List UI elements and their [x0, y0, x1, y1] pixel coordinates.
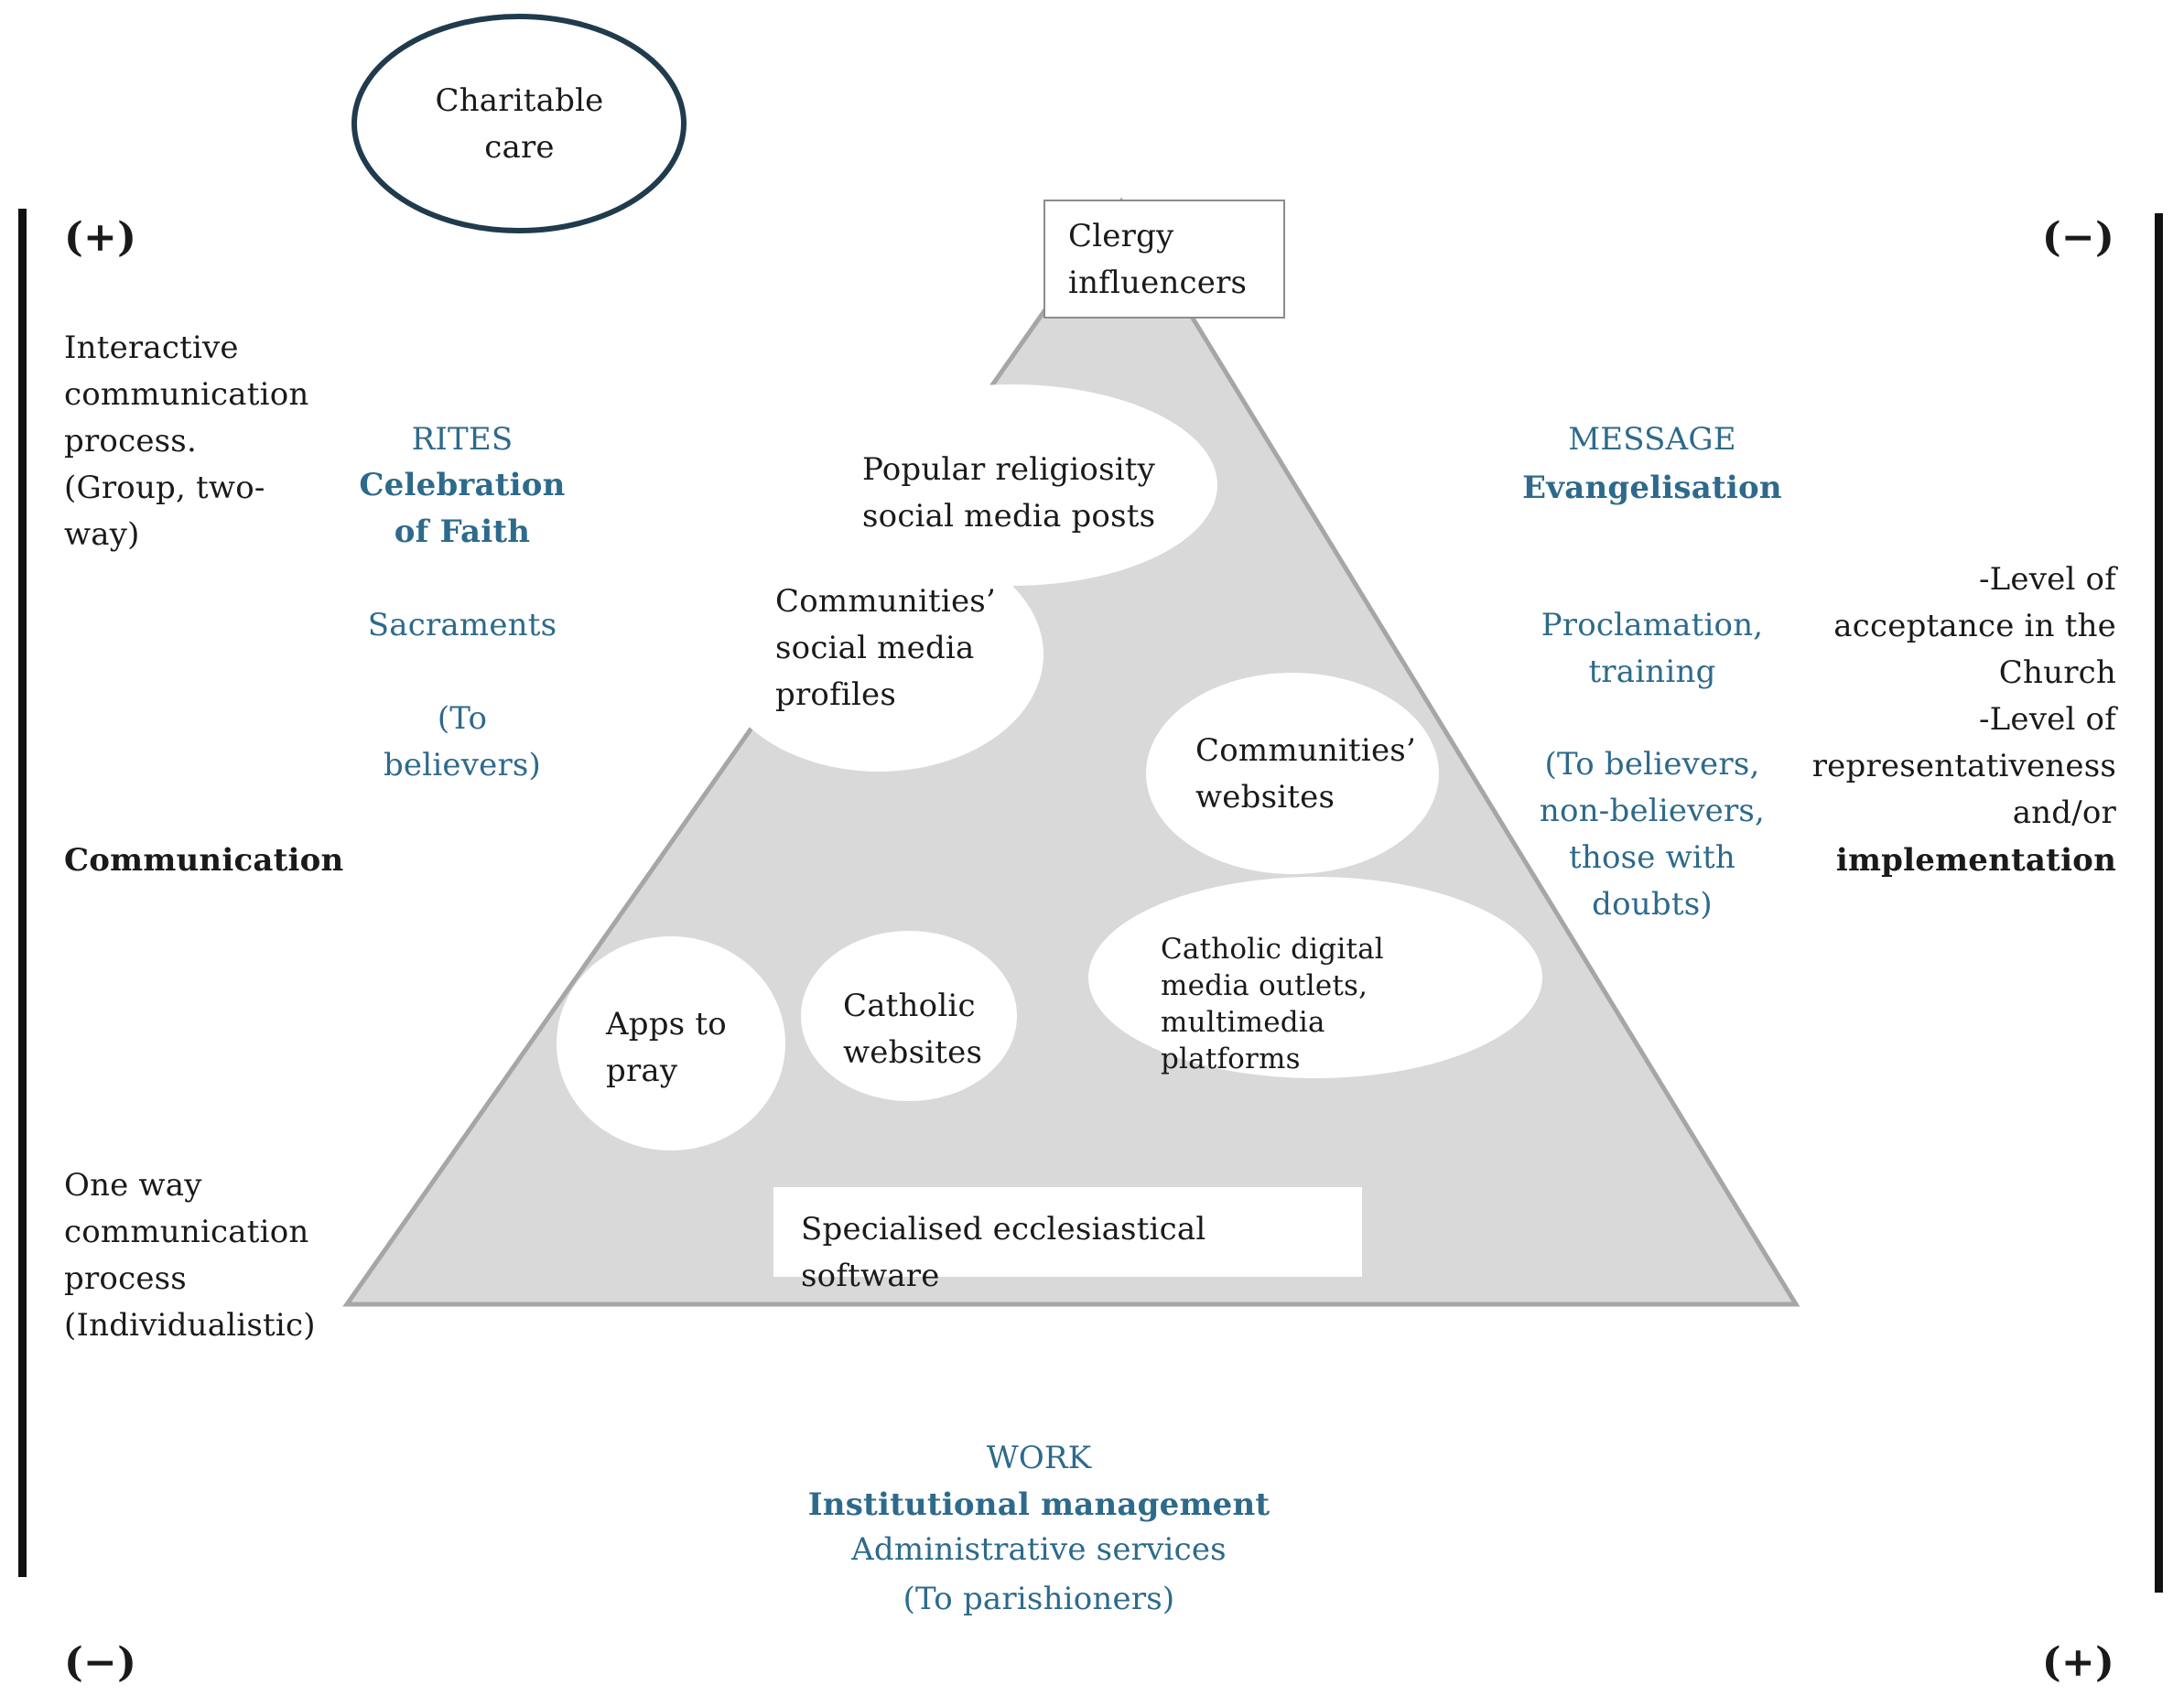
right-top-sign: (−) — [2041, 214, 2114, 261]
charitable-care-ellipse — [351, 14, 687, 233]
communities-websites-label: Communities’ websites — [1195, 732, 1416, 816]
left-bottom-sign: (−) — [64, 1639, 137, 1686]
charitable-care-label: Charitable care — [435, 82, 604, 166]
apps-to-pray-ellipse — [557, 936, 785, 1151]
interactive-process-label: Interactive communication process. (Grou… — [64, 330, 309, 553]
popular-religiosity-ellipse — [805, 384, 1217, 586]
message-title: MESSAGE — [1568, 421, 1736, 458]
left-axis-bar — [18, 209, 27, 1577]
left-top-sign: (+) — [64, 214, 137, 261]
rites-title: RITES — [411, 421, 514, 458]
catholic-digital-ellipse — [1088, 877, 1542, 1078]
catholic-websites-label: Catholic websites — [843, 988, 983, 1071]
work-line2: Administrative services — [851, 1531, 1227, 1568]
work-audience: (To parishioners) — [903, 1581, 1175, 1617]
implementation-label: implementation — [1835, 842, 2116, 879]
catholic-digital-label: Catholic digital media outlets, multimed… — [1161, 933, 1384, 1075]
clergy-box — [1043, 200, 1285, 319]
levels-label: -Level of acceptance in the Church -Leve… — [1811, 561, 2116, 831]
communities-profiles-label: Communities’ social media profiles — [775, 583, 996, 713]
one-way-process-label: One way communication process (Individua… — [64, 1167, 316, 1344]
ecclesiastical-software-label: Specialised ecclesiastical software — [801, 1211, 1206, 1294]
apps-to-pray-label: Apps to pray — [606, 1006, 727, 1089]
catholic-websites-ellipse — [801, 931, 1017, 1101]
right-bottom-sign: (+) — [2041, 1639, 2114, 1686]
message-audience: (To believers, non-believers, those with… — [1539, 746, 1766, 923]
popular-religiosity-label: Popular religiosity social media posts — [862, 451, 1156, 535]
work-line1: Institutional management — [807, 1486, 1270, 1523]
message-proclamation: Proclamation, training — [1541, 607, 1764, 690]
right-axis-bar — [2155, 213, 2163, 1593]
communities-profiles-ellipse — [714, 537, 1043, 772]
work-title: WORK — [986, 1440, 1092, 1476]
message-subtitle: Evangelisation — [1522, 470, 1782, 506]
rites-sacraments: Sacraments — [367, 607, 557, 643]
software-box — [773, 1187, 1362, 1277]
clergy-influencers-label: Clergy influencers — [1068, 218, 1248, 301]
communities-websites-ellipse — [1146, 673, 1439, 874]
rites-audience: (To believers) — [383, 700, 542, 783]
rites-subtitle: Celebration of Faith — [359, 467, 566, 550]
communication-label: Communication — [64, 842, 344, 879]
